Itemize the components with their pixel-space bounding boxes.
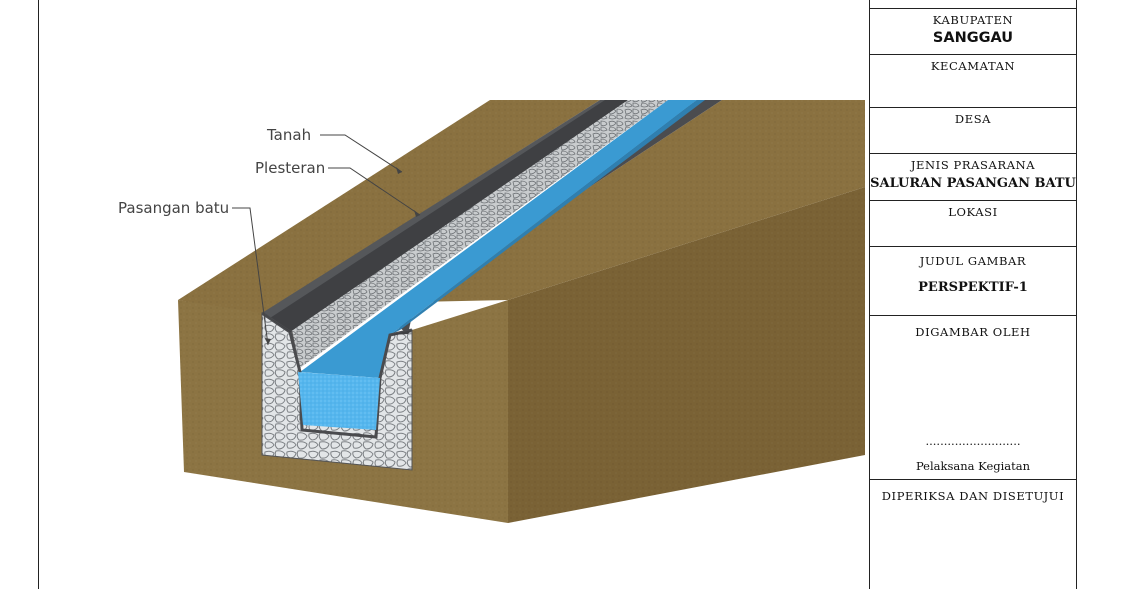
leader-pasangan-batu xyxy=(232,207,269,346)
stone-layer-top xyxy=(290,100,668,368)
water-surface xyxy=(300,100,697,378)
cell-kecamatan: KECAMATAN xyxy=(870,55,1076,108)
cell-jenis-prasarana: JENIS PRASARANA SALURAN PASANGAN BATU xyxy=(870,154,1076,201)
jenis-prasarana-label: JENIS PRASARANA xyxy=(910,158,1036,172)
cell-digambar-oleh: DIGAMBAR OLEH ..........................… xyxy=(870,316,1076,480)
judul-gambar-label: JUDUL GAMBAR xyxy=(919,254,1027,268)
lokasi-label: LOKASI xyxy=(948,205,998,219)
channel-illustration xyxy=(178,100,865,523)
label-plesteran: Plesteran xyxy=(255,159,326,177)
channel-perspective-drawing: Tanah Plesteran Pasangan batu xyxy=(118,100,865,523)
cell-lokasi: LOKASI xyxy=(870,201,1076,247)
signature-line: .......................... xyxy=(925,434,1021,448)
title-block: KABUPATEN SANGGAU KECAMATAN DESA JENIS P… xyxy=(869,0,1077,589)
label-pasangan-batu: Pasangan batu xyxy=(118,199,230,217)
pelaksana-kegiatan-label: Pelaksana Kegiatan xyxy=(915,459,1031,473)
cell-desa: DESA xyxy=(870,108,1076,154)
kabupaten-value: SANGGAU xyxy=(932,30,1014,46)
cell-kabupaten: KABUPATEN SANGGAU xyxy=(870,9,1076,55)
cell-judul-gambar: JUDUL GAMBAR PERSPEKTIF-1 xyxy=(870,247,1076,316)
label-tanah: Tanah xyxy=(267,126,312,144)
desa-label: DESA xyxy=(954,112,992,126)
leader-plesteran xyxy=(328,167,421,216)
cell-diperiksa: DIPERIKSA DAN DISETUJUI xyxy=(870,480,1076,589)
sheet-left-border xyxy=(38,0,39,589)
leader-tanah xyxy=(320,134,403,173)
kabupaten-label: KABUPATEN xyxy=(932,13,1014,27)
digambar-oleh-label: DIGAMBAR OLEH xyxy=(915,325,1031,339)
plaster-lining-section xyxy=(261,311,413,439)
kecamatan-label: KECAMATAN xyxy=(930,59,1016,73)
water-front xyxy=(298,372,380,430)
diperiksa-label: DIPERIKSA DAN DISETUJUI xyxy=(881,489,1065,503)
title-block-top-cell xyxy=(870,0,1076,9)
judul-gambar-value: PERSPEKTIF-1 xyxy=(918,280,1028,295)
jenis-prasarana-value: SALURAN PASANGAN BATU xyxy=(870,176,1076,191)
